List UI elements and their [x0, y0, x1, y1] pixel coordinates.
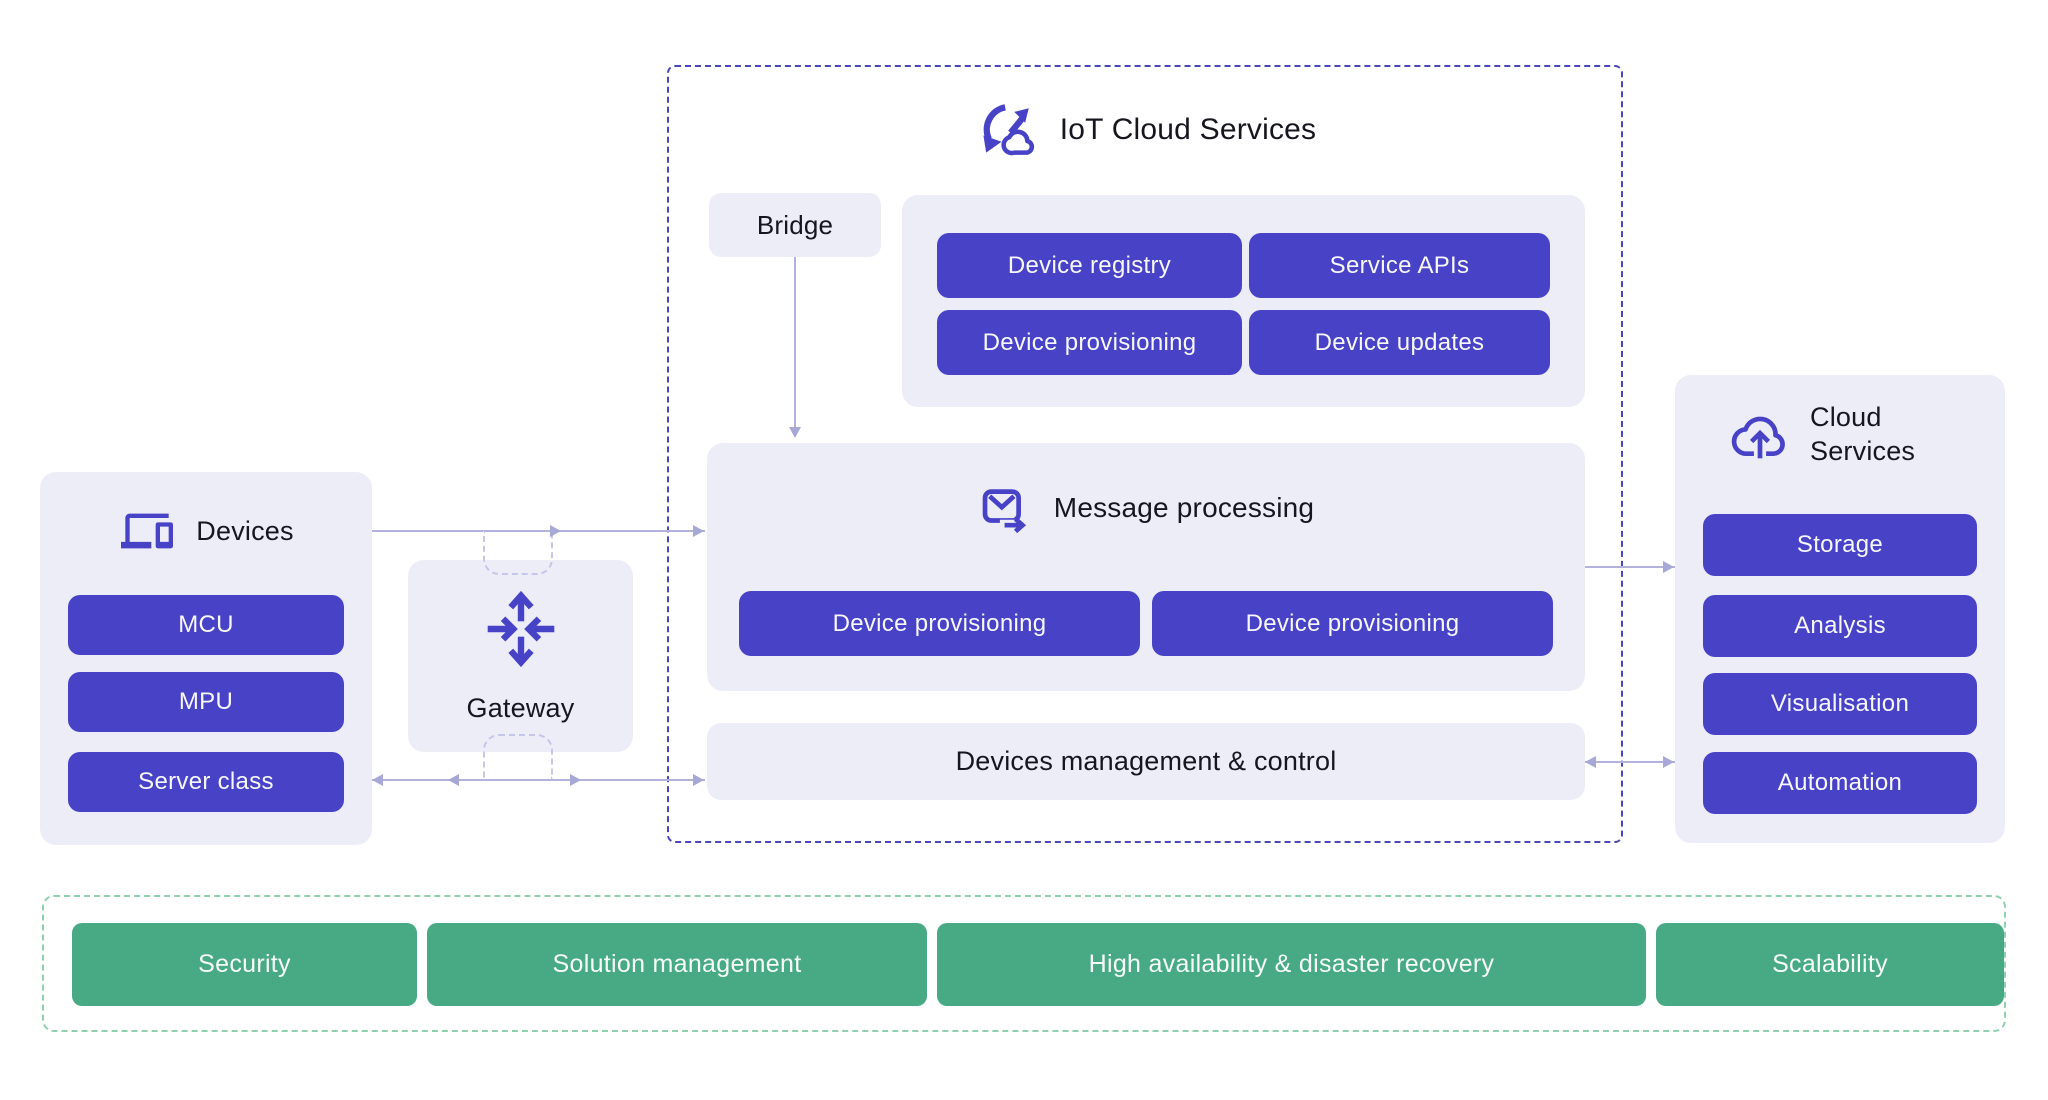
automation-block: Automation [1703, 752, 1977, 814]
connector-devices-to-management [372, 779, 705, 781]
mail-send-icon [978, 483, 1028, 533]
arrowhead-left-icon [1585, 756, 1596, 768]
service-apis-block: Service APIs [1249, 233, 1550, 298]
gateway-label-row: Gateway [408, 686, 633, 730]
gateway-hop-notch-bottom [483, 734, 553, 779]
devices-header: Devices [40, 500, 372, 562]
arrowhead-right-icon [693, 774, 704, 786]
message-processing-title: Message processing [1054, 492, 1314, 524]
devices-panel: Devices MCU MPU Server class [40, 472, 372, 845]
message-processing-header: Message processing [707, 479, 1585, 537]
device-provisioning-block: Device provisioning [937, 310, 1242, 375]
arrowhead-right-icon [570, 774, 581, 786]
security-block: Security [72, 923, 417, 1006]
connector-management-to-cloud [1585, 761, 1675, 763]
message-processing-panel: Message processing Device provisioning D… [707, 443, 1585, 691]
storage-block: Storage [1703, 514, 1977, 576]
arrowhead-left-icon [372, 774, 383, 786]
registry-panel: Device registry Service APIs Device prov… [902, 195, 1585, 407]
connector-bridge-to-message [794, 257, 796, 429]
solution-management-block: Solution management [427, 923, 927, 1006]
iot-cloud-services-header: IoT Cloud Services [817, 92, 1477, 168]
cloud-sync-icon [978, 101, 1036, 159]
scalability-block: Scalability [1656, 923, 2004, 1006]
gateway-hop-notch-top [483, 531, 553, 575]
cloud-services-panel: Cloud Services Storage Analysis Visualis… [1675, 375, 2005, 843]
high-availability-block: High availability & disaster recovery [937, 923, 1646, 1006]
bridge-block: Bridge [709, 193, 881, 257]
device-registry-block: Device registry [937, 233, 1242, 298]
arrowhead-right-icon [1663, 756, 1674, 768]
arrowhead-right-icon [1663, 561, 1674, 573]
visualisation-block: Visualisation [1703, 673, 1977, 735]
gateway-label: Gateway [467, 693, 575, 724]
devices-icon [118, 505, 176, 557]
bridge-label: Bridge [757, 210, 833, 241]
analysis-block: Analysis [1703, 595, 1977, 657]
cloud-upload-icon [1730, 407, 1790, 463]
cloud-services-header: Cloud Services [1675, 401, 2005, 469]
foundation-container: Security Solution management High availa… [42, 895, 2006, 1032]
devices-title: Devices [196, 516, 293, 547]
message-device-provisioning-block-2: Device provisioning [1152, 591, 1553, 656]
mcu-block: MCU [68, 595, 344, 655]
mpu-block: MPU [68, 672, 344, 732]
arrowhead-right-icon [550, 525, 561, 537]
gateway-block: Gateway [408, 560, 633, 752]
connector-message-to-cloud [1585, 566, 1675, 568]
iot-cloud-services-title: IoT Cloud Services [1060, 113, 1317, 147]
gateway-arrows-icon [408, 574, 633, 684]
server-class-block: Server class [68, 752, 344, 812]
devices-management-label: Devices management & control [956, 746, 1337, 777]
arrowhead-down-icon [789, 427, 801, 438]
devices-management-bar: Devices management & control [707, 723, 1585, 800]
message-device-provisioning-block-1: Device provisioning [739, 591, 1140, 656]
arrowhead-left-icon [448, 774, 459, 786]
arrowhead-right-icon [693, 525, 704, 537]
cloud-services-title: Cloud Services [1810, 401, 1950, 469]
device-updates-block: Device updates [1249, 310, 1550, 375]
